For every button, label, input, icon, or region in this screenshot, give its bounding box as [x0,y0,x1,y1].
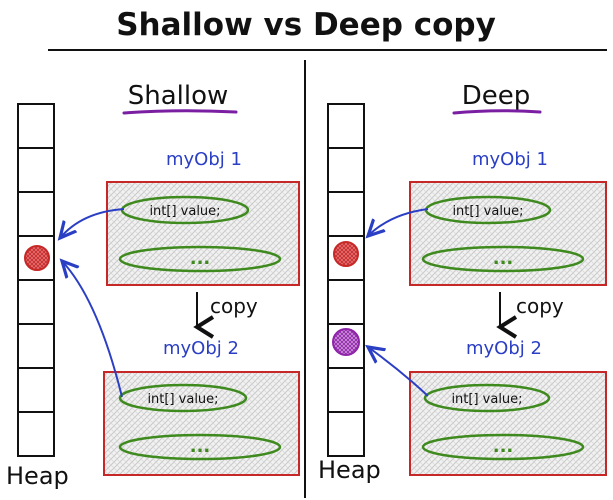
shallow-heap-column [17,103,55,457]
shallow-obj1-label: myObj 1 [166,149,242,170]
shallow-obj2-ref-arrow [62,261,123,398]
shallow-obj2-dots: ... [190,436,211,457]
deep-heading-underline [452,109,542,115]
shallow-panel: Shallow Heap myObj 1 int[] value; ... co… [6,81,300,490]
shallow-heading: Shallow [128,81,229,111]
deep-original-array [333,241,359,267]
deep-obj2-field-oval [423,383,551,413]
deep-obj2-field-text: int[] value; [451,392,522,407]
deep-heap-column [327,103,365,457]
shallow-shared-array [24,245,50,271]
deep-obj1-other-oval [421,245,585,273]
shallow-obj2-other-oval [118,433,282,461]
deep-panel: Deep Heap myObj 1 int[] value; ... copy … [318,81,607,484]
shallow-obj1-other-oval [118,245,282,273]
shallow-heap-label: Heap [6,462,69,490]
deep-obj2-dots: ... [493,436,514,457]
deep-obj2-label: myObj 2 [466,338,542,359]
shallow-obj1-ref-arrow [60,208,125,238]
shallow-copy-label: copy [210,294,258,318]
diagram-title: Shallow vs Deep copy [116,7,496,43]
shallow-obj2-field-oval [118,383,248,413]
shallow-obj1-field-text: int[] value; [149,204,220,219]
deep-copied-array [332,328,360,356]
deep-obj1-ref-arrow [368,208,429,236]
deep-obj2-other-oval [421,433,585,461]
deep-obj1-dots: ... [493,248,514,269]
deep-obj1-label: myObj 1 [472,149,548,170]
deep-obj2-ref-arrow [368,347,429,397]
shallow-obj1-dots: ... [190,248,211,269]
deep-obj1-field-text: int[] value; [452,204,523,219]
shallow-heading-underline [122,109,238,115]
deep-copy-label: copy [516,294,564,318]
shallow-obj2-label: myObj 2 [163,338,239,359]
deep-heading: Deep [462,81,531,111]
shallow-obj2-field-text: int[] value; [147,392,218,407]
deep-heap-label: Heap [318,456,381,484]
